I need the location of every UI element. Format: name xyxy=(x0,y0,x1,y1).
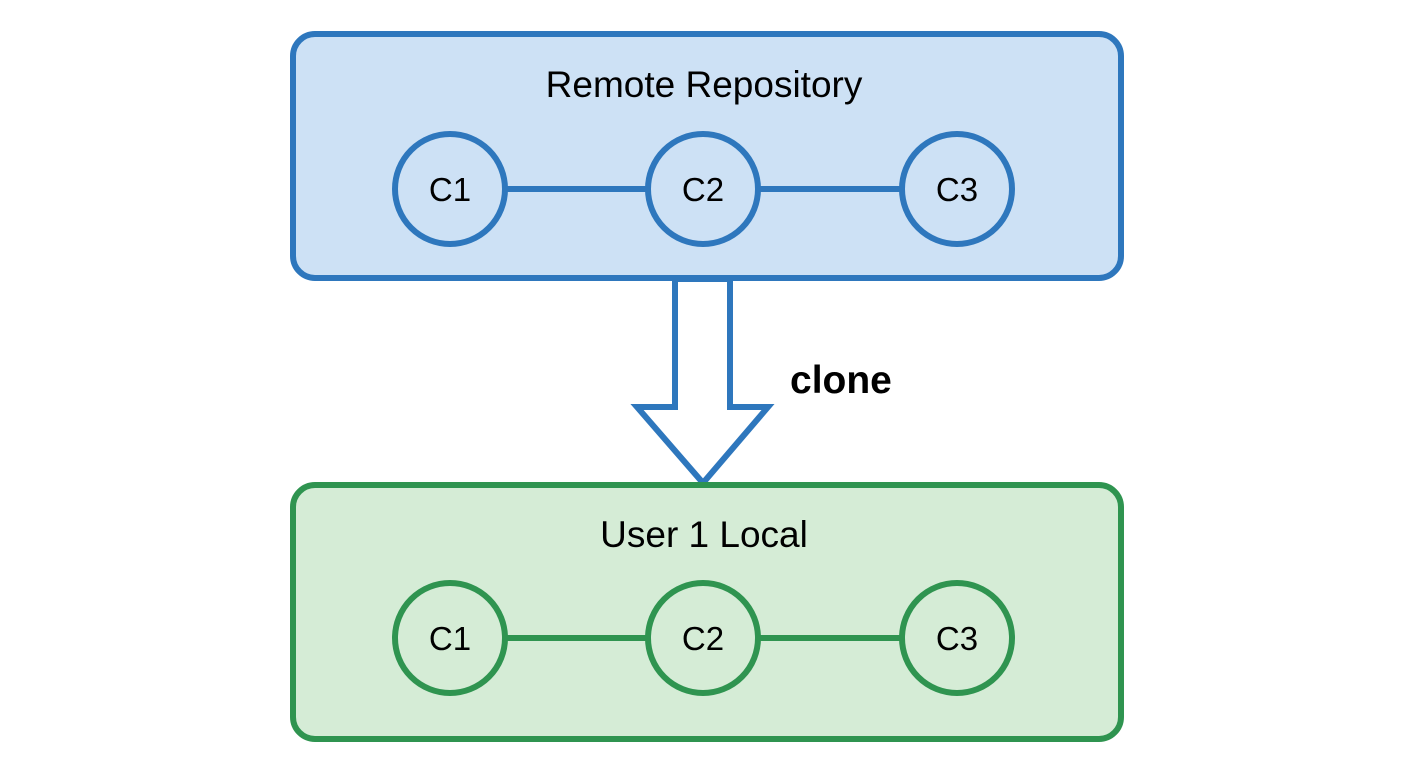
node-local-c2-circle xyxy=(645,580,761,696)
panel-user-1-local[interactable]: User 1 Local C1 C2 C3 xyxy=(290,482,1124,742)
node-local-c3-circle xyxy=(899,580,1015,696)
node-remote-c1[interactable]: C1 xyxy=(392,131,508,247)
node-local-c1-circle xyxy=(392,580,508,696)
clone-arrow-label: clone xyxy=(790,359,892,402)
node-remote-c1-label: C1 xyxy=(429,171,471,208)
node-remote-c2-circle xyxy=(645,131,761,247)
clone-flow-arrow[interactable]: clone xyxy=(630,276,892,488)
clone-arrow-shape xyxy=(630,276,775,488)
node-remote-c2[interactable]: C2 xyxy=(645,131,761,247)
node-remote-c3-label: C3 xyxy=(936,171,978,208)
node-local-c3-label: C3 xyxy=(936,620,978,657)
node-local-c1[interactable]: C1 xyxy=(392,580,508,696)
panel-remote-repository[interactable]: Remote Repository C1 C2 C3 xyxy=(290,31,1124,281)
panel-remote-repository-title: Remote Repository xyxy=(546,64,863,105)
node-remote-c3-circle xyxy=(899,131,1015,247)
node-remote-c3[interactable]: C3 xyxy=(899,131,1015,247)
node-local-c1-label: C1 xyxy=(429,620,471,657)
node-remote-c2-label: C2 xyxy=(682,171,724,208)
panel-user-1-local-title: User 1 Local xyxy=(600,514,808,555)
node-local-c2[interactable]: C2 xyxy=(645,580,761,696)
node-local-c3[interactable]: C3 xyxy=(899,580,1015,696)
node-local-c2-label: C2 xyxy=(682,620,724,657)
node-remote-c1-circle xyxy=(392,131,508,247)
